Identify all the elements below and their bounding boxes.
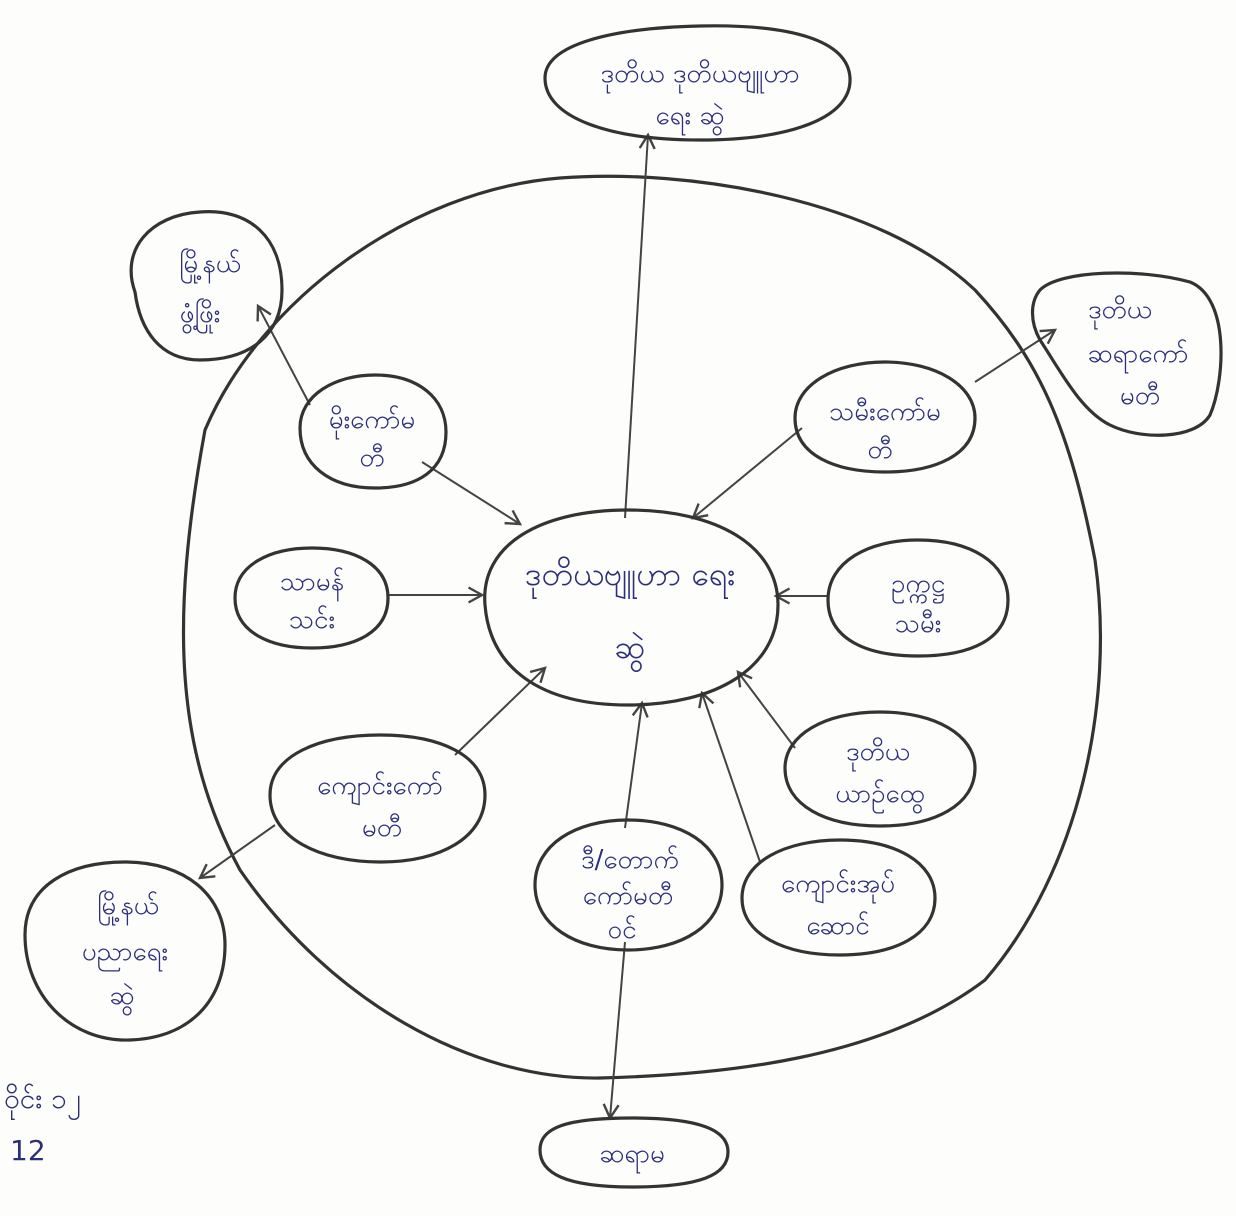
node-lower-left-outer: မြို့နယ် ပညာရေး ဆွဲ <box>23 860 227 1042</box>
node-bottom-inner-line3: ဝင် <box>607 914 636 945</box>
edge-upper-left-inner-to-outer <box>256 303 311 406</box>
node-lower-left-inner: ကျောင်းကော် မတီ <box>268 733 487 864</box>
node-top: ဒုတိယ ဒုတိယဗျူဟာ ရေး ဆွဲ <box>543 24 852 142</box>
node-center-line2: ဆွဲ <box>615 628 646 672</box>
node-lower-left-outer-line2: ပညာရေး <box>82 937 168 972</box>
node-lower-left-outer-line3: ဆွဲ <box>109 981 134 1016</box>
node-upper-right-outer: ဒုတိယ ဆရာကော် မတီ <box>1030 271 1223 437</box>
node-bottom-inner-line2: ကော်မတီ <box>583 880 674 911</box>
margin-note-line2: 12 <box>10 1134 46 1167</box>
node-upper-left-inner-line1: မိုးကော်မ <box>329 404 416 440</box>
node-upper-left-outer-line1: မြို့နယ် <box>179 246 242 284</box>
edge-bottom-inner-to-center <box>624 700 649 829</box>
edge-upper-right-inner-to-outer <box>974 328 1058 383</box>
node-right-inner: ဥက္ကဋ္ဌ သမီး <box>826 538 1010 658</box>
node-center: ဒုတိယဗျူဟာ ရေး ဆွဲ <box>483 508 780 707</box>
node-bottom-inner: ဒီ/တောက် ကော်မတီ ဝင် <box>533 818 724 952</box>
outer-boundary-loop <box>181 174 1103 1080</box>
node-bottom-outer-line1: ဆရာမ <box>599 1139 665 1174</box>
margin-note-line1: ဝိုင်း ၁၂ <box>4 1081 81 1121</box>
node-lower-right-inner-a-line2: ဆောင် <box>806 910 869 941</box>
node-lower-right-inner-b-line2: ယာဉ်ထွေ <box>835 778 925 814</box>
node-bottom-outer: ဆရာမ <box>538 1116 730 1189</box>
node-upper-right-outer-line2: ဆရာကော် <box>1087 338 1188 374</box>
node-upper-right-outer-line1: ဒုတိယ <box>1088 294 1153 330</box>
node-upper-right-inner: သမီးကော်မ တီ <box>793 360 977 474</box>
node-upper-right-inner-line2: တီ <box>867 434 893 465</box>
node-lower-right-inner-b-line1: ဒုတိယ <box>846 736 911 772</box>
edge-bottom-inner-to-bottom-outer <box>602 941 626 1121</box>
node-left-inner-line1: သာမန် <box>280 566 344 602</box>
node-top-line2: ရေး ဆွဲ <box>655 101 724 136</box>
node-lower-right-inner-b: ဒုတိယ ယာဉ်ထွေ <box>783 710 977 828</box>
node-upper-right-outer-line3: မတီ <box>1120 380 1161 411</box>
node-right-inner-line1: ဥက္ကဋ္ဌ <box>891 569 945 604</box>
edge-center-to-top <box>624 132 656 519</box>
node-lower-right-inner-a: ကျောင်းအုပ် ဆောင် <box>740 838 937 957</box>
edge-lower-right-b-to-center <box>736 670 796 749</box>
node-lower-left-inner-line1: ကျောင်းကော် <box>317 770 443 806</box>
node-bottom-inner-line1: ဒီ/တောက် <box>581 844 679 875</box>
node-top-line1: ဒုတိယ ဒုတိယဗျူဟာ <box>600 58 799 94</box>
node-lower-left-outer-line1: မြို့နယ် <box>97 888 160 926</box>
node-lower-left-inner-line2: မတီ <box>362 812 403 843</box>
edge-lower-right-a-to-center <box>698 690 761 863</box>
node-left-inner: သာမန် သင်း <box>233 546 390 650</box>
edge-upper-left-inner-to-center <box>421 461 523 526</box>
node-lower-right-inner-a-line1: ကျောင်းအုပ် <box>781 868 895 904</box>
node-upper-left-inner: မိုးကော်မ တီ <box>298 373 448 490</box>
node-upper-right-inner-line1: သမီးကော်မ <box>829 396 941 427</box>
node-upper-left-inner-line2: တီ <box>359 442 385 473</box>
edge-lower-left-inner-to-outer <box>197 824 276 880</box>
node-left-inner-line2: သင်း <box>289 604 335 635</box>
node-upper-left-outer: မြို့နယ် ဖွံ့ဖြိုး <box>129 210 284 362</box>
node-center-line1: ဒုတိယဗျူဟာ ရေး <box>525 555 735 599</box>
margin-note: ဝိုင်း ၁၂ 12 <box>4 1081 81 1167</box>
node-right-inner-line2: သမီး <box>895 608 942 639</box>
node-upper-left-outer-line2: ဖွံ့ဖြိုး <box>180 296 221 334</box>
edge-upper-right-inner-to-center <box>691 427 803 520</box>
